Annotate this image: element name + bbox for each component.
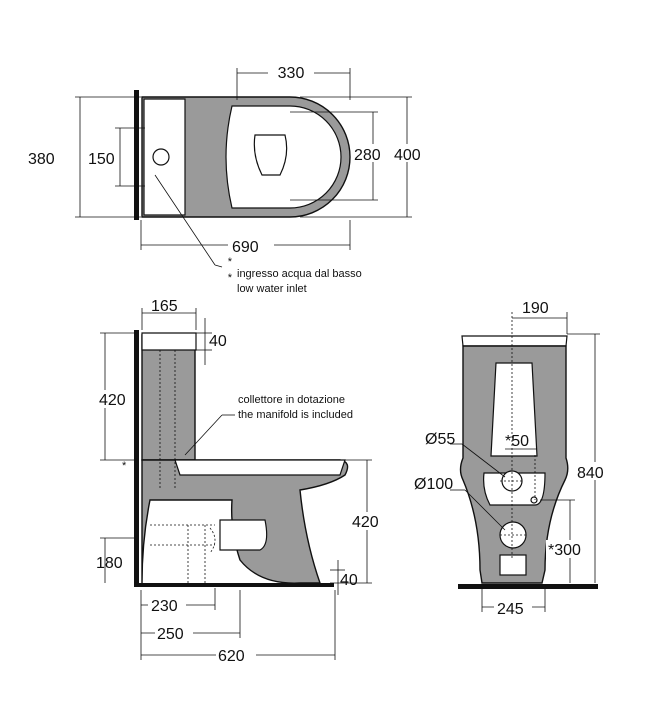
- note-manifold-en: the manifold is included: [238, 409, 353, 421]
- front-body: [459, 345, 569, 584]
- dim-length: 620: [218, 648, 245, 665]
- dim-length: 690: [232, 239, 259, 256]
- dim-lid: 40: [209, 333, 227, 350]
- dim-hole-spacing: 150: [88, 151, 115, 168]
- dim-seat-depth: 280: [354, 147, 381, 164]
- dim-depth-left: 380: [28, 151, 55, 168]
- dim-height: 840: [577, 465, 604, 482]
- inlet-star: *: [122, 460, 127, 472]
- note-inlet-en: low water inlet: [237, 283, 307, 295]
- dim-width-top: 330: [278, 65, 305, 82]
- inlet-hole: [152, 148, 170, 166]
- trap: [219, 519, 268, 551]
- dim-250: 250: [157, 626, 184, 643]
- tank-lid: [461, 335, 568, 347]
- inlet: [530, 496, 538, 504]
- tank-lid: [141, 332, 197, 351]
- dim-outlet-55: Ø55: [425, 431, 455, 448]
- dim-offset: *50: [505, 433, 529, 450]
- top-view: 330 380 150 280 400 690 * * ingresso acq…: [28, 62, 430, 295]
- note-mark: *: [228, 256, 233, 268]
- dim-depth-right: 400: [394, 147, 421, 164]
- bowl-opening: [253, 134, 288, 176]
- seat-side: [174, 459, 346, 476]
- note-inlet-it: ingresso acqua dal basso: [237, 268, 362, 280]
- floor: [134, 583, 334, 587]
- dim-tank-depth: 165: [151, 298, 178, 315]
- dim-width-top: 190: [522, 300, 549, 317]
- tank: [141, 334, 196, 461]
- tank-panel: [490, 362, 538, 457]
- front-view: 190 Ø55 *50 Ø100 840 *300 245: [414, 300, 615, 618]
- dim-seat-height: 420: [352, 514, 379, 531]
- dim-floor-gap: 40: [340, 572, 358, 589]
- dim-outlet-100: Ø100: [414, 476, 453, 493]
- dim-tank-height: 420: [99, 392, 126, 409]
- floor: [458, 584, 598, 589]
- note-mark: *: [228, 272, 233, 284]
- note-manifold-it: collettore in dotazione: [238, 394, 345, 406]
- wall: [134, 330, 139, 585]
- wall: [134, 90, 139, 220]
- dim-drain-height: 180: [96, 555, 123, 572]
- foot: [499, 554, 527, 576]
- dim-base: 245: [497, 601, 524, 618]
- dim-inlet-height: *300: [548, 542, 581, 559]
- side-view: 165 40 420 * 420 180 40 230 250 620 coll…: [96, 298, 386, 665]
- dim-230: 230: [151, 598, 178, 615]
